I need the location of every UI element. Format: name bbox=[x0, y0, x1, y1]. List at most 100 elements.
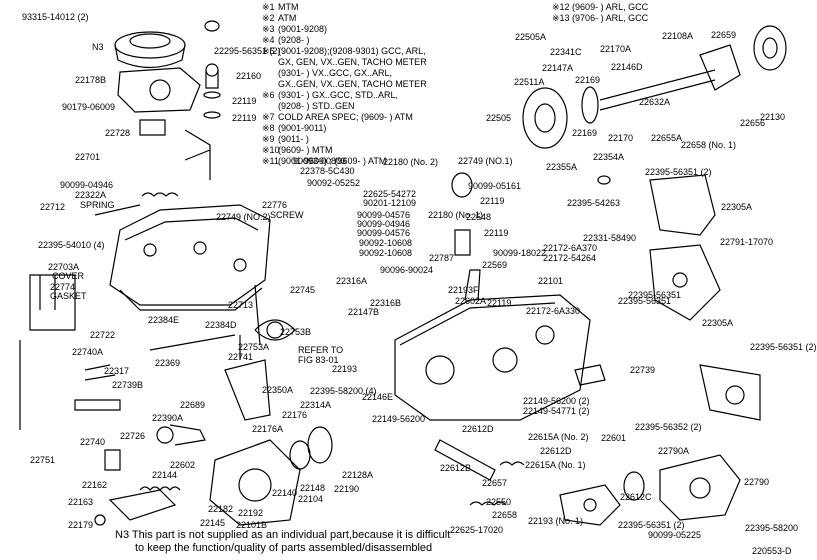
part-number-label: 90096-90024 bbox=[380, 265, 434, 275]
part-number-label: 22193 bbox=[332, 364, 358, 374]
part-number-label: 22548 bbox=[466, 212, 492, 222]
part-number-label: 22145 bbox=[200, 518, 226, 528]
part-number-label: 22341C bbox=[550, 47, 582, 57]
part-number-label: 90099-18022 bbox=[493, 248, 547, 258]
part-number-label: 22101 bbox=[538, 276, 564, 286]
part-number-label: 22170A bbox=[600, 44, 632, 54]
part-number-label: 22776 bbox=[262, 200, 288, 210]
part-number-label: 22147A bbox=[542, 63, 574, 73]
footer-line-1: N3 This part is not supplied as an indiv… bbox=[115, 529, 451, 541]
part-number-label: 22505 bbox=[486, 113, 512, 123]
note-row: (9301- ) VX..GCC, GX..ARL, bbox=[278, 68, 393, 78]
part-number-label: 22753B bbox=[280, 327, 312, 337]
part-number-label: 22176 bbox=[282, 410, 308, 420]
part-number-label: 22602 bbox=[170, 460, 196, 470]
part-number-label: 22149-54771 (2) bbox=[523, 406, 590, 416]
part-number-label: 22140 bbox=[272, 488, 298, 498]
part-number-label: 22395-56351 bbox=[618, 296, 672, 306]
part-number-label: GASKET bbox=[50, 291, 87, 301]
part-number-label: 22119 bbox=[484, 228, 509, 238]
part-number-label: 22322A bbox=[75, 190, 107, 200]
part-number-label: 22790 bbox=[744, 477, 770, 487]
part-number-label: 22180 (No. 2) bbox=[383, 157, 439, 167]
part-number-label: 22615A (No. 2) bbox=[528, 432, 589, 442]
part-number-label: 22172-6A370 bbox=[543, 243, 598, 253]
part-number-label: 22612D bbox=[540, 446, 572, 456]
part-number-label: 22740A bbox=[72, 347, 104, 357]
note-row: GX..GEN, VX..GEN, TACHO METER bbox=[278, 79, 427, 89]
part-number-label: 22625-54272 bbox=[363, 189, 417, 199]
part-number-label: 22182 bbox=[208, 504, 234, 514]
note-row: GX, GEN, VX..GEN, TACHO METER bbox=[278, 57, 427, 67]
part-number-label: 22395-58200 (4) bbox=[310, 386, 377, 396]
part-number-label: 22395-56351 (2) bbox=[645, 167, 712, 177]
figure-number: 220553-D bbox=[752, 546, 792, 556]
part-number-label: 22169 bbox=[572, 128, 598, 138]
part-number-label: 22632A bbox=[639, 97, 671, 107]
part-number-label: SPRING bbox=[80, 200, 115, 210]
part-number-label: 22615A (No. 1) bbox=[525, 460, 586, 470]
part-number-label: 22172-6A330 bbox=[526, 306, 581, 316]
part-number-label: 22160 bbox=[236, 71, 262, 81]
part-number-label: 22295-56351 (2) bbox=[214, 46, 281, 56]
part-number-label: 22355A bbox=[546, 162, 578, 172]
part-number-label: 22790A bbox=[658, 446, 690, 456]
part-number-label: 90179-06009 bbox=[62, 102, 116, 112]
part-number-label: 22316A bbox=[336, 276, 368, 286]
part-number-label: 22658 bbox=[492, 510, 518, 520]
part-number-label: 90201-12109 bbox=[363, 198, 417, 208]
part-number-label: 22146D bbox=[611, 62, 643, 72]
part-number-label: 22712 bbox=[40, 202, 66, 212]
part-number-label: 22314A bbox=[300, 400, 332, 410]
part-number-label: N3 bbox=[92, 42, 104, 52]
part-number-label: 22162 bbox=[82, 480, 108, 490]
part-number-label: 22745 bbox=[290, 285, 316, 295]
part-number-label: 22190 bbox=[334, 484, 360, 494]
part-number-label: 22163 bbox=[68, 497, 94, 507]
part-number-label: 22350A bbox=[262, 385, 294, 395]
part-number-label: 90099-04576 bbox=[357, 228, 411, 238]
part-number-label: 22119 bbox=[480, 196, 505, 206]
part-number-label: 22625-17020 bbox=[450, 525, 504, 535]
note-row: ※5(9001-9208);(9208-9301) GCC, ARL, bbox=[262, 46, 426, 56]
part-number-label: 22728 bbox=[105, 128, 131, 138]
note-row: ※3(9001-9208) bbox=[262, 24, 328, 34]
part-number-label: 22701 bbox=[75, 152, 101, 162]
part-number-label: 22101B bbox=[236, 520, 268, 530]
part-number-label: 22753A bbox=[238, 342, 270, 352]
part-number-label: 22774 bbox=[50, 282, 76, 292]
part-number-label: 22369 bbox=[155, 358, 181, 368]
part-number-label: 90092-10608 bbox=[359, 238, 413, 248]
note-row: ※4(9208- ) bbox=[262, 35, 310, 45]
right-note: ※12 (9609- ) ARL, GCC bbox=[552, 2, 649, 12]
part-number-label: 22751 bbox=[30, 455, 56, 465]
part-number-label: 22170 bbox=[608, 133, 634, 143]
note-row: (9208- ) STD..GEN bbox=[278, 101, 355, 111]
part-number-label: 22612B bbox=[440, 463, 472, 473]
part-number-label: 93315-14012 (2) bbox=[22, 12, 89, 22]
part-number-label: 22354A bbox=[593, 152, 625, 162]
part-number-label: 90092-05252 bbox=[307, 178, 361, 188]
part-number-label: 22378-5C430 bbox=[300, 166, 355, 176]
part-number-label: 22395-56351 (2) bbox=[618, 520, 685, 530]
note-row: ※8(9001-9011) bbox=[262, 123, 327, 133]
note-row: ※11(9001-9609) ; (9609- ) ATM bbox=[262, 156, 387, 166]
part-number-label: 22505A bbox=[515, 32, 547, 42]
part-number-label: 90099-05225 bbox=[648, 530, 702, 540]
part-number-label: 22316B bbox=[370, 298, 402, 308]
part-number-label: 22104 bbox=[298, 494, 324, 504]
note-row: ※9(9011- ) bbox=[262, 134, 309, 144]
note-row: ※10(9609- ) MTM bbox=[262, 145, 333, 155]
part-number-label: 22787 bbox=[429, 253, 455, 263]
part-number-label: 22602A bbox=[455, 296, 487, 306]
part-number-label: 22179 bbox=[68, 520, 94, 530]
part-number-label: 22108A bbox=[662, 31, 694, 41]
part-number-label: 22146E bbox=[362, 392, 394, 402]
footer-note: N3 This part is not supplied as an indiv… bbox=[115, 529, 450, 555]
footer-line-2: to keep the function/quality of parts as… bbox=[135, 542, 433, 554]
part-number-label: 22395-54263 bbox=[567, 198, 621, 208]
part-number-label: 22305A bbox=[721, 202, 753, 212]
part-number-label: 22612C bbox=[620, 492, 652, 502]
part-number-label: SCREW bbox=[270, 210, 304, 220]
